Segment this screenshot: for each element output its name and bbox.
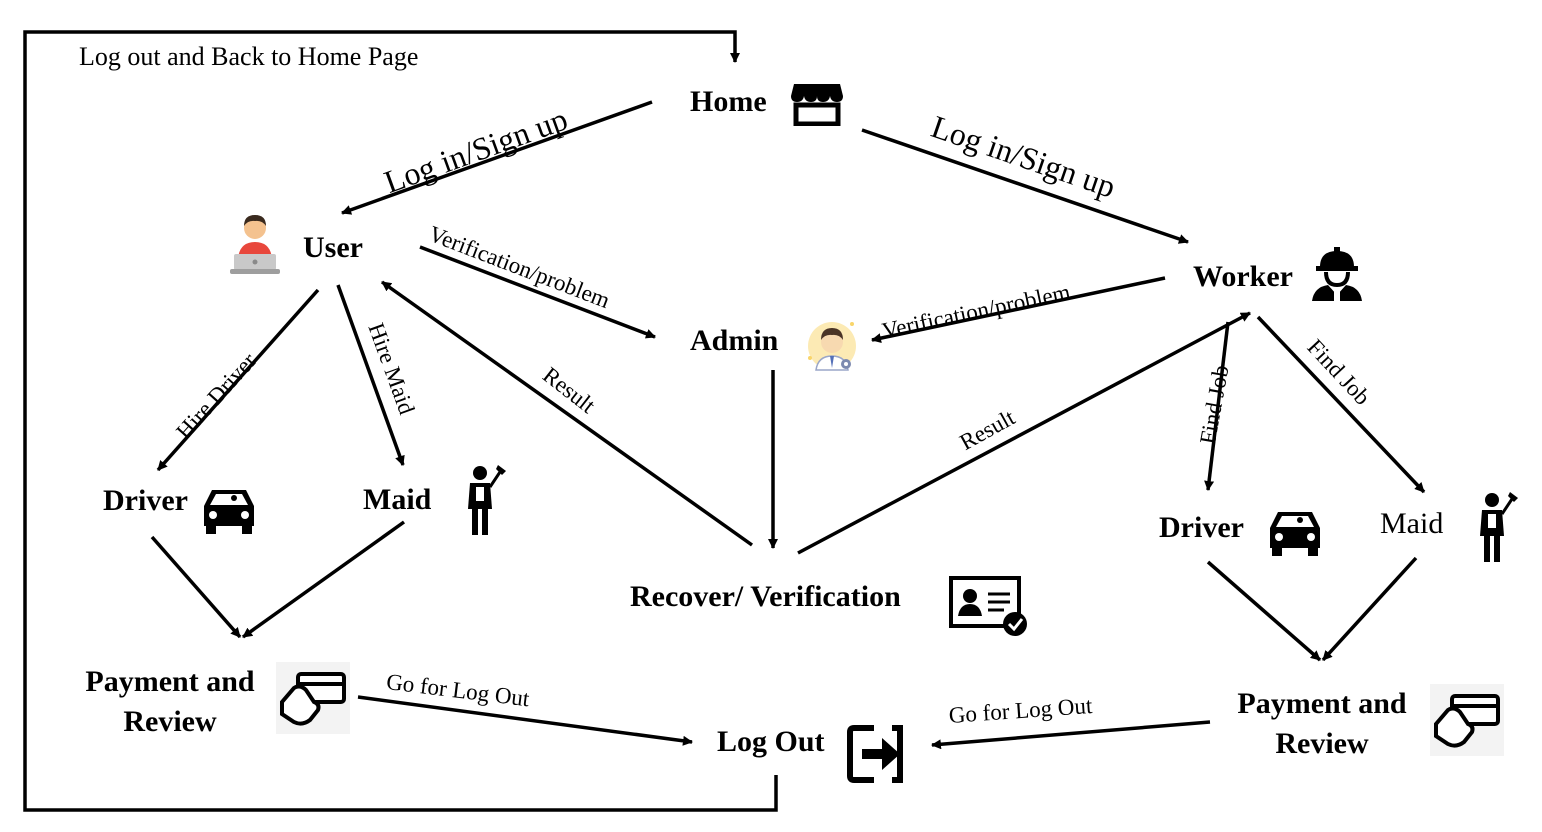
edge-user-driver <box>156 288 320 472</box>
edge-driver-payment-right <box>1206 560 1322 662</box>
id-card-verified-icon <box>949 576 1027 636</box>
edge-maid-payment-left <box>241 520 406 639</box>
person-at-laptop-icon <box>230 215 280 274</box>
node-home: Home <box>690 85 767 118</box>
storefront-icon <box>791 84 843 126</box>
edge-maid-payment-right <box>1321 556 1418 662</box>
node-payment-left: Payment and Review <box>85 665 255 738</box>
car-icon <box>204 490 254 534</box>
node-worker: Worker <box>1193 260 1293 293</box>
edge-home-worker <box>861 128 1189 244</box>
edge-worker-maid <box>1256 315 1426 494</box>
node-driver-left: Driver <box>103 484 188 517</box>
edge-recover-worker <box>797 311 1251 555</box>
card-payment-icon <box>276 662 350 734</box>
edge-user-maid <box>336 284 405 466</box>
node-driver-right: Driver <box>1159 511 1244 544</box>
node-payment-right: Payment and Review <box>1237 687 1407 760</box>
card-payment-icon <box>1430 684 1504 756</box>
maid-icon <box>468 465 506 535</box>
car-icon <box>1270 512 1320 556</box>
edge-payment-left-logout <box>357 695 693 746</box>
logout-icon <box>847 725 903 783</box>
edge-back-home <box>23 30 778 812</box>
construction-worker-icon <box>1312 247 1362 301</box>
label-back-home: Log out and Back to Home Page <box>79 42 419 71</box>
edge-user-admin <box>419 245 656 339</box>
edge-payment-right-logout <box>931 720 1211 750</box>
node-recover: Recover/ Verification <box>630 580 901 613</box>
node-logout: Log Out <box>717 725 825 758</box>
edge-driver-payment-left <box>150 535 242 639</box>
node-user: User <box>303 231 363 264</box>
node-maid-left: Maid <box>363 483 432 516</box>
edge-worker-admin <box>871 276 1166 344</box>
admin-avatar-icon <box>808 322 856 371</box>
edge-home-user <box>341 100 653 215</box>
node-maid-right: Maid <box>1380 507 1444 540</box>
edge-recover-user <box>380 280 754 547</box>
maid-icon <box>1480 492 1518 562</box>
node-admin: Admin <box>690 324 779 357</box>
edge-worker-driver <box>1204 321 1230 491</box>
